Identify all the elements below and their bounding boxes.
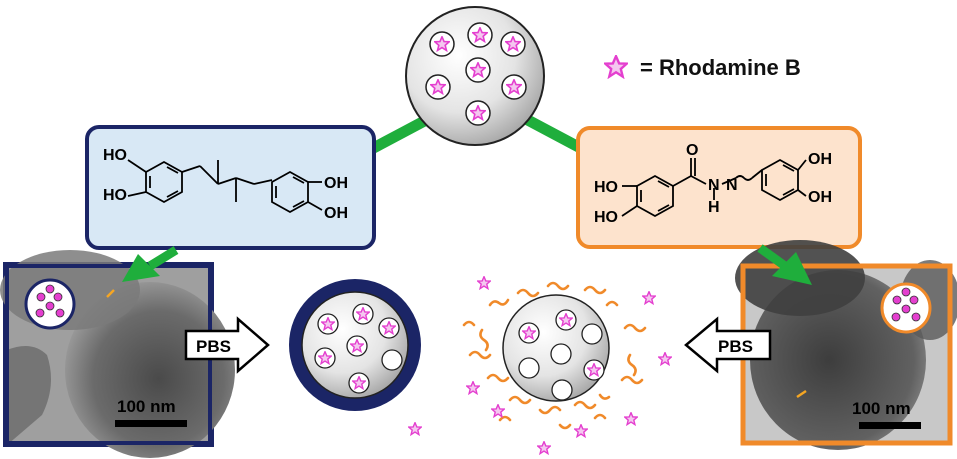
right-ho-bottom: HO	[594, 209, 618, 226]
pbs-label-right: PBS	[718, 337, 753, 356]
left-ho-bottom: HO	[103, 187, 127, 204]
right-scale-bar	[859, 422, 921, 429]
left-scale-bar	[115, 420, 187, 427]
right-oh-bottom: OH	[808, 189, 832, 206]
right-ho-top: HO	[594, 179, 618, 196]
free-rhodamine-star-icon	[408, 422, 422, 436]
polymer-fragments	[462, 281, 647, 430]
left-ho-top: HO	[103, 147, 127, 164]
right-inset-particle	[880, 282, 932, 334]
right-carbonyl-o: O	[686, 142, 698, 159]
legend-label: = Rhodamine B	[640, 55, 801, 80]
pore-group	[425, 22, 527, 126]
rhodamine-star-icon	[604, 55, 628, 78]
top-nanoparticle	[405, 6, 545, 146]
left-scale-label: 100 nm	[117, 397, 176, 416]
green-arrow-right	[757, 244, 812, 285]
right-nh-h: H	[708, 199, 720, 216]
right-molecule-structure	[621, 158, 807, 218]
green-arrow-left	[122, 246, 179, 282]
right-tem-panel: 100 nm	[735, 240, 957, 450]
legend: = Rhodamine B	[604, 55, 801, 80]
right-n-2: N	[726, 177, 738, 194]
right-oh-top: OH	[808, 151, 832, 168]
right-molecule-box: HO HO O N N H OH OH	[576, 126, 862, 249]
left-inset-particle	[24, 278, 76, 330]
right-degraded-nanoparticle	[462, 281, 647, 430]
pbs-arrow-right: PBS	[184, 316, 270, 374]
left-molecule-box: HO HO OH OH	[85, 125, 376, 250]
right-scale-label: 100 nm	[852, 399, 911, 418]
pbs-arrow-left: PBS	[684, 316, 772, 374]
left-oh-top: OH	[324, 175, 348, 192]
left-oh-bottom: OH	[324, 205, 348, 222]
right-n-1: N	[708, 177, 720, 194]
left-molecule-structure	[127, 159, 323, 214]
pbs-label-left: PBS	[196, 337, 231, 356]
left-coated-nanoparticle	[289, 279, 421, 411]
connector-left	[360, 112, 436, 158]
